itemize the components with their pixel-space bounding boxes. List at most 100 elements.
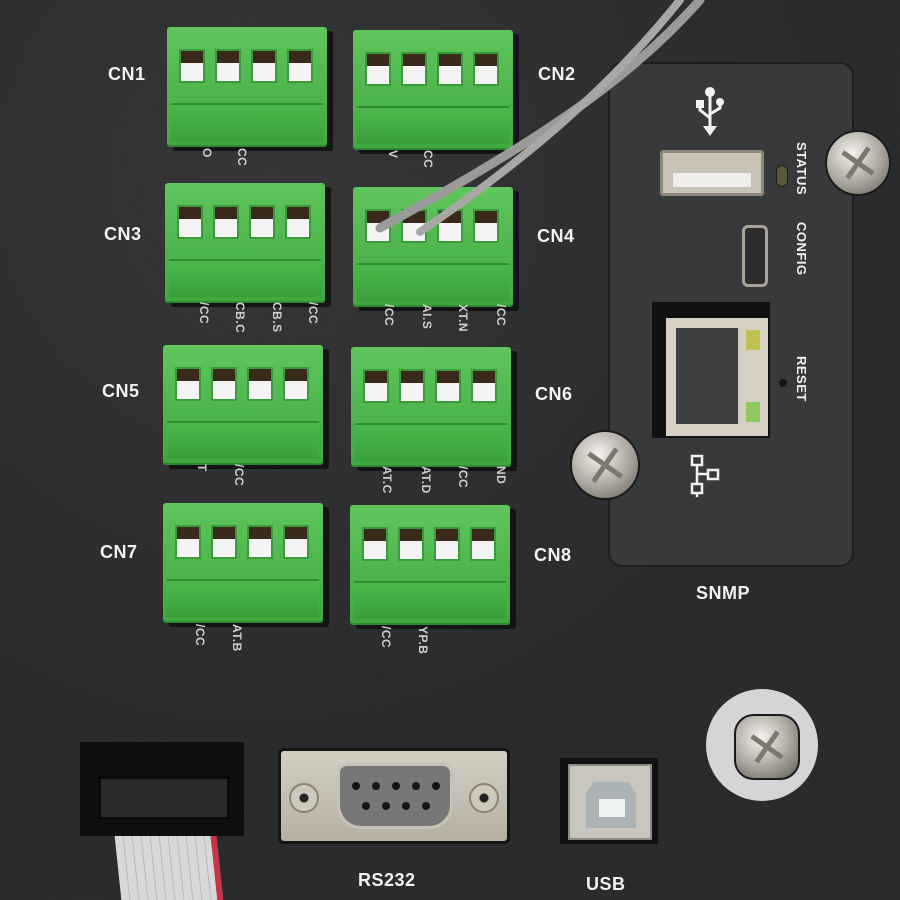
terminal-plug-body bbox=[357, 106, 509, 144]
cn2-pin-label: V bbox=[386, 150, 400, 159]
terminal-slot[interactable] bbox=[365, 209, 391, 243]
terminal-plug-body bbox=[354, 581, 506, 619]
cn8-label: CN8 bbox=[534, 545, 572, 565]
ground-screw bbox=[734, 714, 800, 780]
usb-label: USB bbox=[586, 874, 626, 894]
cn3-pin-label: /CC bbox=[306, 302, 320, 325]
terminal-slot[interactable] bbox=[399, 369, 425, 403]
terminal-slot[interactable] bbox=[175, 525, 201, 559]
terminal-slot[interactable] bbox=[179, 49, 205, 83]
terminal-slot[interactable] bbox=[215, 49, 241, 83]
terminal-plug-body bbox=[167, 579, 319, 617]
cn6-pin-label: AT.C bbox=[380, 466, 394, 494]
cn1-pin-label: O bbox=[200, 148, 214, 158]
terminal-plug-body bbox=[355, 423, 507, 461]
status-led bbox=[776, 165, 788, 187]
terminal-slot[interactable] bbox=[177, 205, 203, 239]
db9-standoff bbox=[469, 783, 499, 813]
ribbon-cable bbox=[114, 836, 218, 900]
terminal-slot[interactable] bbox=[365, 52, 391, 86]
terminal-slot[interactable] bbox=[211, 367, 237, 401]
terminal-slot[interactable] bbox=[285, 205, 311, 239]
cn3-label: CN3 bbox=[104, 224, 142, 244]
cn3-pin-label: CB.S bbox=[270, 302, 284, 333]
terminal-slot[interactable] bbox=[247, 525, 273, 559]
snmp-usb-a-port[interactable] bbox=[660, 150, 764, 196]
usb-b-port[interactable] bbox=[560, 758, 658, 844]
terminal-slot[interactable] bbox=[437, 209, 463, 243]
network-icon bbox=[690, 454, 720, 497]
db9-standoff bbox=[289, 783, 319, 813]
cn1-label: CN1 bbox=[108, 64, 146, 84]
cn1-pin-label: CC bbox=[235, 148, 249, 167]
config-label: CONFIG bbox=[794, 222, 809, 276]
terminal-plug-body bbox=[169, 259, 321, 297]
terminal-plug-body bbox=[167, 421, 319, 459]
cn6-pin-label: AT.D bbox=[419, 466, 433, 494]
cn6-pin-label: ND bbox=[494, 466, 508, 485]
cn8-terminal-block[interactable] bbox=[350, 505, 510, 625]
cn5-pin-label: T bbox=[195, 464, 209, 472]
terminal-slot[interactable] bbox=[175, 367, 201, 401]
cn1-terminal-block[interactable] bbox=[167, 27, 327, 147]
cn2-pin-label: CC bbox=[421, 150, 435, 169]
cn7-terminal-block[interactable] bbox=[163, 503, 323, 623]
cn3-pin-label: CB.C bbox=[233, 302, 247, 334]
cn4-terminal-block[interactable] bbox=[353, 187, 513, 307]
terminal-slot[interactable] bbox=[283, 367, 309, 401]
cn6-pin-label: /CC bbox=[456, 466, 470, 489]
terminal-slot[interactable] bbox=[251, 49, 277, 83]
terminal-slot[interactable] bbox=[362, 527, 388, 561]
cn5-terminal-block[interactable] bbox=[163, 345, 323, 465]
ribbon-cable-header[interactable] bbox=[80, 742, 244, 836]
cn7-pin-label: /CC bbox=[193, 624, 207, 647]
cn2-label: CN2 bbox=[538, 64, 576, 84]
cn5-label: CN5 bbox=[102, 381, 140, 401]
cn8-pin-label: /CC bbox=[379, 626, 393, 649]
terminal-slot[interactable] bbox=[473, 209, 499, 243]
usb-icon bbox=[696, 87, 724, 136]
terminal-slot[interactable] bbox=[473, 52, 499, 86]
config-micro-usb-port[interactable] bbox=[742, 225, 768, 287]
cn5-pin-label: /CC bbox=[232, 464, 246, 487]
ethernet-port[interactable] bbox=[652, 302, 770, 438]
rs232-db9-port[interactable] bbox=[278, 748, 510, 844]
status-label: STATUS bbox=[794, 142, 809, 196]
rs232-label: RS232 bbox=[358, 870, 416, 890]
terminal-slot[interactable] bbox=[471, 369, 497, 403]
cn4-label: CN4 bbox=[537, 226, 575, 246]
terminal-slot[interactable] bbox=[213, 205, 239, 239]
terminal-slot[interactable] bbox=[363, 369, 389, 403]
snmp-card-screw-bottom bbox=[570, 430, 640, 500]
cn6-label: CN6 bbox=[535, 384, 573, 404]
cn8-pin-label: YP.B bbox=[416, 626, 430, 655]
reset-label: RESET bbox=[794, 356, 809, 402]
reset-button[interactable] bbox=[779, 379, 787, 387]
cn3-terminal-block[interactable] bbox=[165, 183, 325, 303]
cn4-pin-label: XT.N bbox=[456, 304, 470, 333]
cn7-label: CN7 bbox=[100, 542, 138, 562]
terminal-slot[interactable] bbox=[401, 52, 427, 86]
cn6-terminal-block[interactable] bbox=[351, 347, 511, 467]
terminal-slot[interactable] bbox=[398, 527, 424, 561]
terminal-slot[interactable] bbox=[247, 367, 273, 401]
terminal-plug-body bbox=[171, 103, 323, 141]
snmp-card-screw-top bbox=[825, 130, 891, 196]
snmp-label: SNMP bbox=[696, 583, 751, 603]
terminal-slot[interactable] bbox=[249, 205, 275, 239]
terminal-slot[interactable] bbox=[434, 527, 460, 561]
terminal-slot[interactable] bbox=[287, 49, 313, 83]
cn3-pin-label: /CC bbox=[197, 302, 211, 325]
terminal-slot[interactable] bbox=[437, 52, 463, 86]
terminal-slot[interactable] bbox=[470, 527, 496, 561]
terminal-slot[interactable] bbox=[401, 209, 427, 243]
terminal-plug-body bbox=[357, 263, 509, 301]
terminal-slot[interactable] bbox=[435, 369, 461, 403]
cn4-pin-label: /CC bbox=[494, 304, 508, 327]
cn4-pin-label: /CC bbox=[382, 304, 396, 327]
cn2-terminal-block[interactable] bbox=[353, 30, 513, 150]
cn4-pin-label: AI.S bbox=[420, 304, 434, 330]
terminal-slot[interactable] bbox=[211, 525, 237, 559]
terminal-slot[interactable] bbox=[283, 525, 309, 559]
